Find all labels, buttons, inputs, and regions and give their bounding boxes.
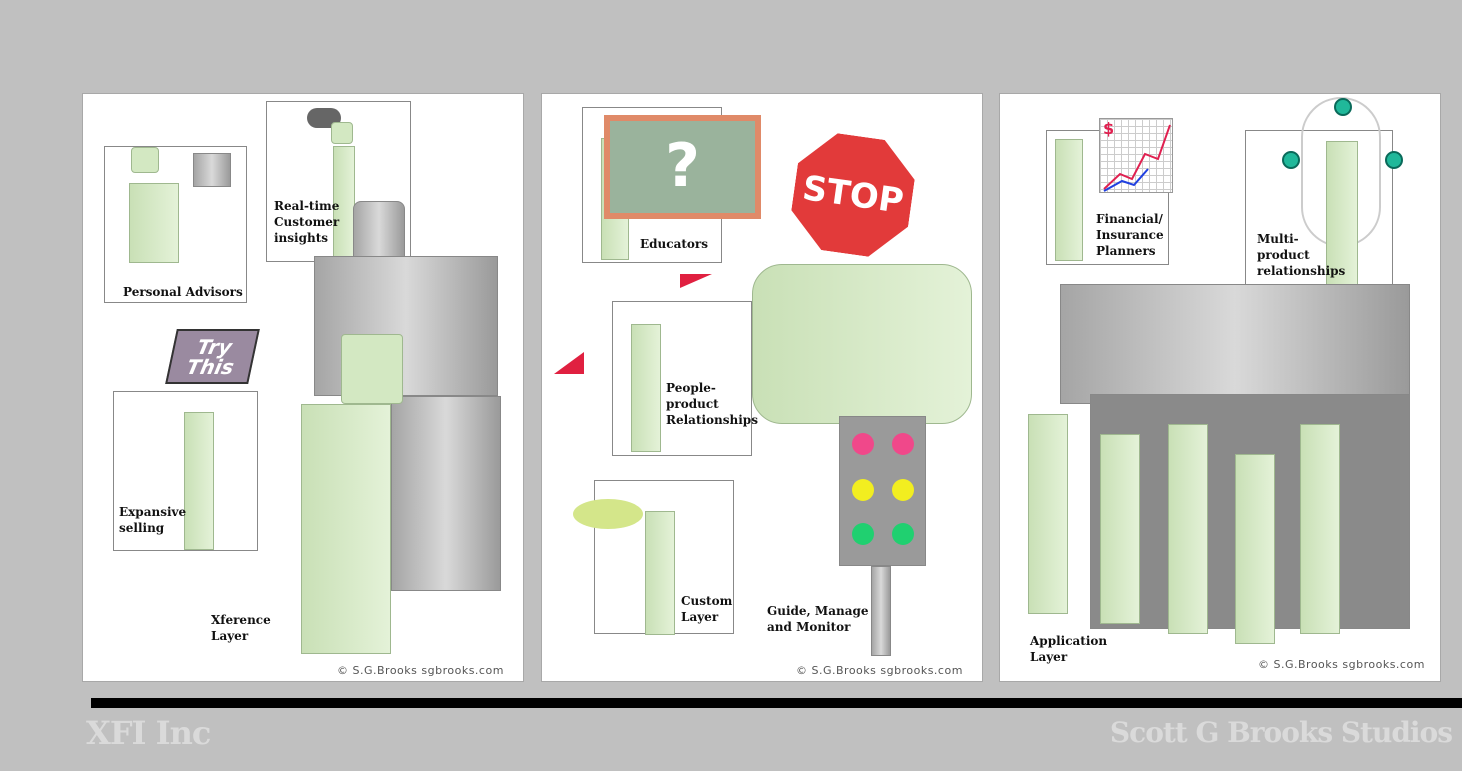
robot-head <box>331 122 353 144</box>
label-multi-product: Multi- product relationships <box>1257 232 1346 278</box>
illustration-panel-xference: Personal Advisors Real-time Customer ins… <box>82 93 524 682</box>
robot-figure <box>1326 141 1358 291</box>
flag-icon <box>680 274 712 288</box>
copyright: © S.G.Brooks sgbrooks.com <box>1258 658 1425 671</box>
traffic-light-pole <box>871 566 891 656</box>
inset-people-product: People- product Relationships <box>612 301 758 456</box>
illustration-panel-guide: Educators ? STOP People- product Relatio… <box>541 93 983 682</box>
flag-icon <box>554 352 584 374</box>
studio-name: Scott G Brooks Studios <box>1109 716 1453 749</box>
try-this-sign: Try This <box>165 329 260 384</box>
copyright: © S.G.Brooks sgbrooks.com <box>337 664 504 677</box>
stop-sign: STOP <box>786 128 919 261</box>
inset-multi-product: Multi- product relationships <box>1245 97 1393 293</box>
tray-icon <box>573 499 643 529</box>
robot-figure <box>1300 424 1340 634</box>
dollar-icon: $ <box>1103 119 1115 138</box>
label-people-product: People- product Relationships <box>666 381 758 427</box>
robot-figure <box>752 264 972 424</box>
financial-chart: $ <box>1099 118 1173 193</box>
inset-custom-layer: Custom Layer <box>573 480 734 635</box>
label-realtime-insights: Real-time Customer insights <box>274 199 340 245</box>
chart-lines <box>1103 124 1171 192</box>
label-educators: Educators <box>640 237 708 251</box>
robot-figure <box>1028 414 1068 614</box>
sphere-icon <box>1334 98 1352 116</box>
robot-figure <box>631 324 661 452</box>
robot-figure <box>129 183 179 263</box>
robot-figure <box>1235 454 1275 644</box>
label-custom-layer: Custom Layer <box>681 594 733 624</box>
machine-box <box>314 256 498 396</box>
sphere-icon <box>1282 151 1300 169</box>
label-xference-layer: Xference Layer <box>211 613 271 643</box>
machine-cabinet <box>391 396 501 591</box>
label-financial-planners: Financial/ Insurance Planners <box>1096 212 1164 258</box>
inset-expansive-selling: Expansive selling <box>113 391 258 551</box>
computer-monitor <box>193 153 231 187</box>
robot-figure <box>1168 424 1208 634</box>
robot-figure <box>1055 139 1083 261</box>
label-expansive-selling: Expansive selling <box>119 505 187 535</box>
chalkboard: ? <box>604 115 761 219</box>
company-name: XFI Inc <box>86 714 211 752</box>
machine-row <box>1060 284 1410 404</box>
label-guide-manage-monitor: Guide, Manage and Monitor <box>767 604 869 634</box>
label-personal-advisors: Personal Advisors <box>123 285 243 299</box>
robot-figure <box>184 412 214 550</box>
traffic-light <box>839 416 926 566</box>
robot-head <box>341 334 403 404</box>
inset-personal-advisors: Personal Advisors <box>104 146 247 303</box>
sphere-icon <box>1385 151 1403 169</box>
robot-head <box>131 147 159 173</box>
robot-figure <box>645 511 675 635</box>
robot-figure <box>301 404 391 654</box>
label-application-layer: Application Layer <box>1030 634 1108 664</box>
illustration-panel-application: Financial/ Insurance Planners $ Multi- p… <box>999 93 1441 682</box>
robot-figure <box>1100 434 1140 624</box>
divider-bar <box>91 698 1462 708</box>
copyright: © S.G.Brooks sgbrooks.com <box>796 664 963 677</box>
